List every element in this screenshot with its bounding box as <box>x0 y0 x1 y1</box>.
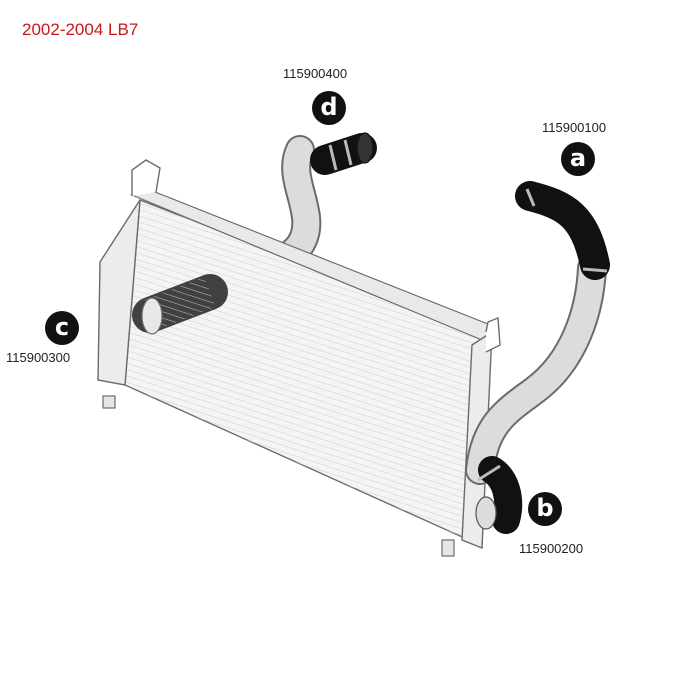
callout-d: d <box>312 91 346 125</box>
hose-b <box>475 456 523 534</box>
callout-a: a <box>561 142 595 176</box>
part-number-d: 115900400 <box>283 66 348 81</box>
hose-a <box>515 181 610 280</box>
diagram-title: 2002-2004 LB7 <box>22 20 139 39</box>
part-number-a: 115900100 <box>542 120 607 135</box>
hose-d <box>310 132 377 175</box>
part-number-c: 115900300 <box>6 350 71 365</box>
part-number-b: 115900200 <box>519 541 584 556</box>
hose-c <box>132 274 228 335</box>
callout-b: b <box>528 492 562 526</box>
callout-c: c <box>45 311 79 345</box>
